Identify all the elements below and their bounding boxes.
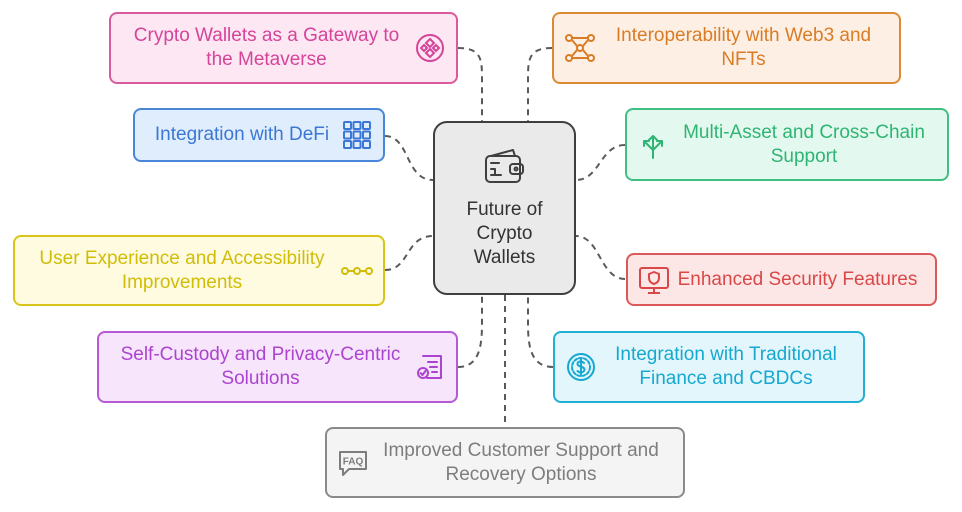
branch-label: Multi-Asset and Cross-Chain Support xyxy=(683,121,925,167)
branch-label: Enhanced Security Features xyxy=(677,268,918,290)
branch-label: Integration with Traditional Finance and… xyxy=(615,344,837,389)
connector-custody xyxy=(457,295,483,368)
svg-text:FAQ: FAQ xyxy=(343,456,364,467)
center-node: Future of Crypto Wallets xyxy=(433,121,576,295)
branch-web3: Interoperability with Web3 and NFTs xyxy=(552,12,901,84)
connector-security xyxy=(575,235,626,280)
wallet-icon xyxy=(483,147,527,192)
connector-defi xyxy=(384,135,434,181)
branch-label: Improved Customer Support and Recovery O… xyxy=(383,439,659,485)
blockchain-grid-icon xyxy=(341,119,373,151)
center-title: Future of Crypto Wallets xyxy=(466,198,543,268)
branch-defi: Integration with DeFi xyxy=(133,108,385,162)
diamond-grid-icon xyxy=(414,32,446,64)
secure-monitor-icon xyxy=(638,264,670,296)
branch-label: Crypto Wallets as a Gateway to the Metav… xyxy=(133,25,400,70)
branch-label: Self-Custody and Privacy-Centric Solutio… xyxy=(120,344,401,389)
connector-multiasset xyxy=(575,144,626,181)
branch-metaverse: Crypto Wallets as a Gateway to the Metav… xyxy=(109,12,458,84)
dollar-coin-icon xyxy=(565,351,597,383)
branch-label: User Experience and Accessibility Improv… xyxy=(39,247,325,293)
branch-tradfi: Integration with Traditional Finance and… xyxy=(553,331,865,403)
connector-web3 xyxy=(527,47,553,121)
faq-bubble-icon: FAQ xyxy=(337,447,369,479)
branch-security: Enhanced Security Features xyxy=(626,253,937,306)
branch-ux: User Experience and Accessibility Improv… xyxy=(13,235,385,306)
connector-metaverse xyxy=(457,47,483,121)
branch-multiasset: Multi-Asset and Cross-Chain Support xyxy=(625,108,949,181)
checked-document-icon xyxy=(414,351,446,383)
network-nodes-icon xyxy=(564,32,596,64)
branch-label: Integration with DeFi xyxy=(154,124,330,145)
connector-ux xyxy=(384,235,434,271)
branch-label: Interoperability with Web3 and NFTs xyxy=(615,25,872,70)
branch-custody: Self-Custody and Privacy-Centric Solutio… xyxy=(97,331,458,403)
dots-connector-icon xyxy=(341,255,373,287)
split-arrows-icon xyxy=(637,129,669,161)
connector-tradfi xyxy=(527,295,554,368)
branch-support: FAQ Improved Customer Support and Recove… xyxy=(325,427,685,498)
